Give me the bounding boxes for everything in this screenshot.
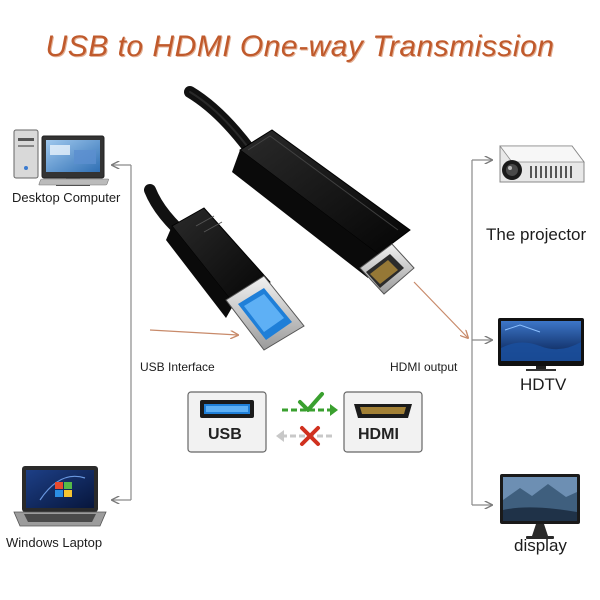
usb-plug-body — [166, 207, 271, 318]
hdmi-port-label: HDMI — [358, 426, 399, 443]
hdmi-module-body — [232, 129, 411, 278]
usb-interface-label: USB Interface — [140, 360, 215, 374]
direction-panel — [187, 391, 423, 453]
hdtv-icon — [498, 318, 584, 371]
display-monitor-icon — [500, 474, 580, 539]
diagram-title: USB to HDMI One-way Transmission — [45, 30, 555, 63]
usb-port-label: USB — [208, 426, 242, 443]
cable-wire — [184, 86, 256, 156]
projector-icon — [499, 145, 585, 183]
hdtv-label: HDTV — [520, 375, 567, 394]
left-connector-lines — [112, 165, 238, 500]
windows-laptop-label: Windows Laptop — [6, 535, 103, 550]
display-label: display — [514, 536, 567, 555]
projector-label: The projector — [486, 225, 587, 244]
windows-laptop-icon — [13, 466, 107, 527]
check-mark-icon — [298, 392, 324, 412]
right-connector-lines — [413, 160, 492, 505]
cross-mark-icon — [300, 426, 320, 446]
usb-plug-metal — [225, 275, 305, 351]
hdmi-output-label: HDMI output — [390, 360, 458, 374]
hdmi-plug — [359, 243, 415, 295]
desktop-computer-icon — [13, 129, 109, 186]
desktop-computer-label: Desktop Computer — [12, 190, 121, 205]
